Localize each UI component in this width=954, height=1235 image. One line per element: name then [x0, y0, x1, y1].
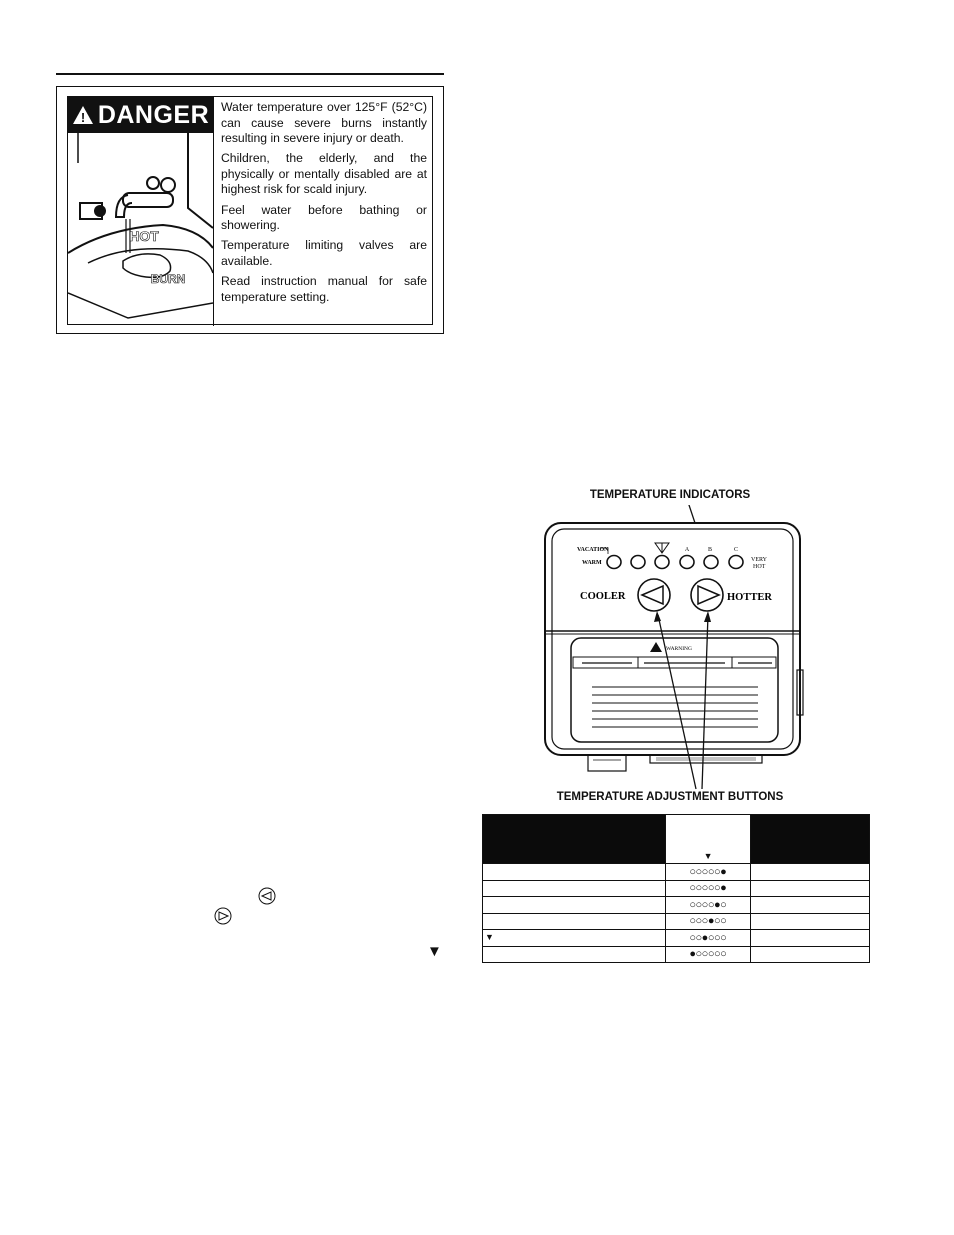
indicator-pattern: ○○○○●○ — [689, 898, 727, 911]
indicator-pattern: ●○○○○○ — [689, 948, 727, 961]
danger-header: ! DANGER — [68, 97, 213, 133]
mark-c: C — [734, 547, 738, 553]
danger-paragraph-1: Water temperature over 125°F (52°C) can … — [221, 100, 427, 146]
header-cell-indicator: ▼ — [664, 814, 751, 864]
indicator-led — [606, 554, 622, 570]
indicator-led — [630, 554, 646, 570]
value-cell — [749, 945, 871, 963]
table-row: ○○○●○○ — [482, 912, 871, 930]
top-rule — [56, 73, 444, 75]
indicator-cell: ○○○●○○ — [664, 912, 751, 930]
hot-text: HOT — [129, 228, 159, 244]
mark-b: B — [708, 547, 712, 553]
left-arrow-icon — [640, 584, 664, 606]
indicator-led — [703, 554, 719, 570]
warning-symbol: ! — [81, 110, 85, 125]
indicator-led — [679, 554, 695, 570]
warm-label: WARM — [582, 560, 602, 566]
warning-triangle-icon: ! — [72, 106, 93, 125]
header-marker: ▼ — [703, 851, 713, 861]
danger-divider — [213, 97, 214, 326]
header-cell-left — [482, 814, 666, 864]
warning-label: WARNING — [666, 646, 692, 652]
warning-triangle-icon — [650, 642, 662, 652]
value-cell — [749, 863, 871, 881]
down-triangle-marker: ▼ — [427, 943, 442, 960]
table-row: ○○○○○● — [482, 863, 871, 881]
indicator-cell: ○○○○○● — [664, 863, 751, 881]
table-row: ○○○○●○ — [482, 896, 871, 914]
mark-a: A — [685, 547, 690, 553]
control-panel-diagram: VACATION WARM A B C VERY HOT COOLER HOTT… — [544, 505, 804, 790]
temperature-adjustment-caption: TEMPERATURE ADJUSTMENT BUTTONS — [556, 791, 784, 803]
indicator-pattern: ○○○○○● — [689, 865, 727, 878]
value-cell — [749, 912, 871, 930]
indicator-leds — [606, 554, 744, 570]
hotter-button-icon — [214, 907, 232, 925]
danger-paragraph-5: Read instruction manual for safe tempera… — [221, 273, 427, 304]
temperature-indicators-caption: TEMPERATURE INDICATORS — [589, 489, 751, 501]
very-label: VERY — [751, 557, 768, 563]
indicator-led — [728, 554, 744, 570]
setting-cell — [482, 879, 666, 897]
value-cell — [749, 896, 871, 914]
value-cell — [749, 929, 871, 947]
danger-paragraph-2: Children, the elderly, and the physicall… — [221, 151, 427, 197]
indicator-pattern: ○○○○○● — [689, 882, 727, 895]
setting-cell — [482, 912, 666, 930]
indicator-cell: ○○○○○● — [664, 879, 751, 897]
table-row: ▼ ○○●○○○ — [482, 929, 871, 947]
danger-label-frame: ! DANGER HOT BURN — [67, 96, 433, 326]
setting-cell: ▼ — [482, 929, 666, 947]
indicator-pattern: ○○○●○○ — [689, 915, 727, 928]
table-row: ○○○○○● — [482, 879, 871, 897]
indicator-cell: ○○○○●○ — [664, 896, 751, 914]
setting-cell — [482, 863, 666, 881]
table-header-row: ▼ — [482, 814, 871, 864]
danger-label: ! DANGER HOT BURN — [56, 86, 444, 334]
danger-text: Water temperature over 125°F (52°C) can … — [221, 100, 427, 310]
vacation-label: VACATION — [577, 547, 609, 553]
indicator-cell: ●○○○○○ — [664, 945, 751, 963]
right-arrow-icon — [697, 584, 721, 606]
cooler-label: COOLER — [580, 591, 626, 602]
setting-cell — [482, 945, 666, 963]
temperature-settings-table: ▼ ○○○○○● ○○○○○● ○○○○●○ ○○○●○○ ▼ ○○●○○○ — [482, 814, 871, 963]
hot-label: HOT — [753, 564, 766, 570]
danger-paragraph-3: Feel water before bathing or showering. — [221, 202, 427, 233]
setting-cell — [482, 896, 666, 914]
burn-text: BURN — [151, 272, 186, 286]
scald-hand-illustration: HOT BURN — [68, 133, 213, 319]
header-cell-right — [749, 814, 871, 864]
indicator-led — [654, 554, 670, 570]
danger-paragraph-4: Temperature limiting valves are availabl… — [221, 238, 427, 268]
cooler-button-icon — [258, 887, 276, 905]
row-marker: ▼ — [485, 932, 494, 943]
value-cell — [749, 879, 871, 897]
hotter-label: HOTTER — [727, 592, 772, 603]
indicator-pattern: ○○●○○○ — [689, 931, 727, 944]
danger-heading: DANGER — [97, 100, 210, 129]
indicator-cell: ○○●○○○ — [664, 929, 751, 947]
table-row: ●○○○○○ — [482, 945, 871, 963]
